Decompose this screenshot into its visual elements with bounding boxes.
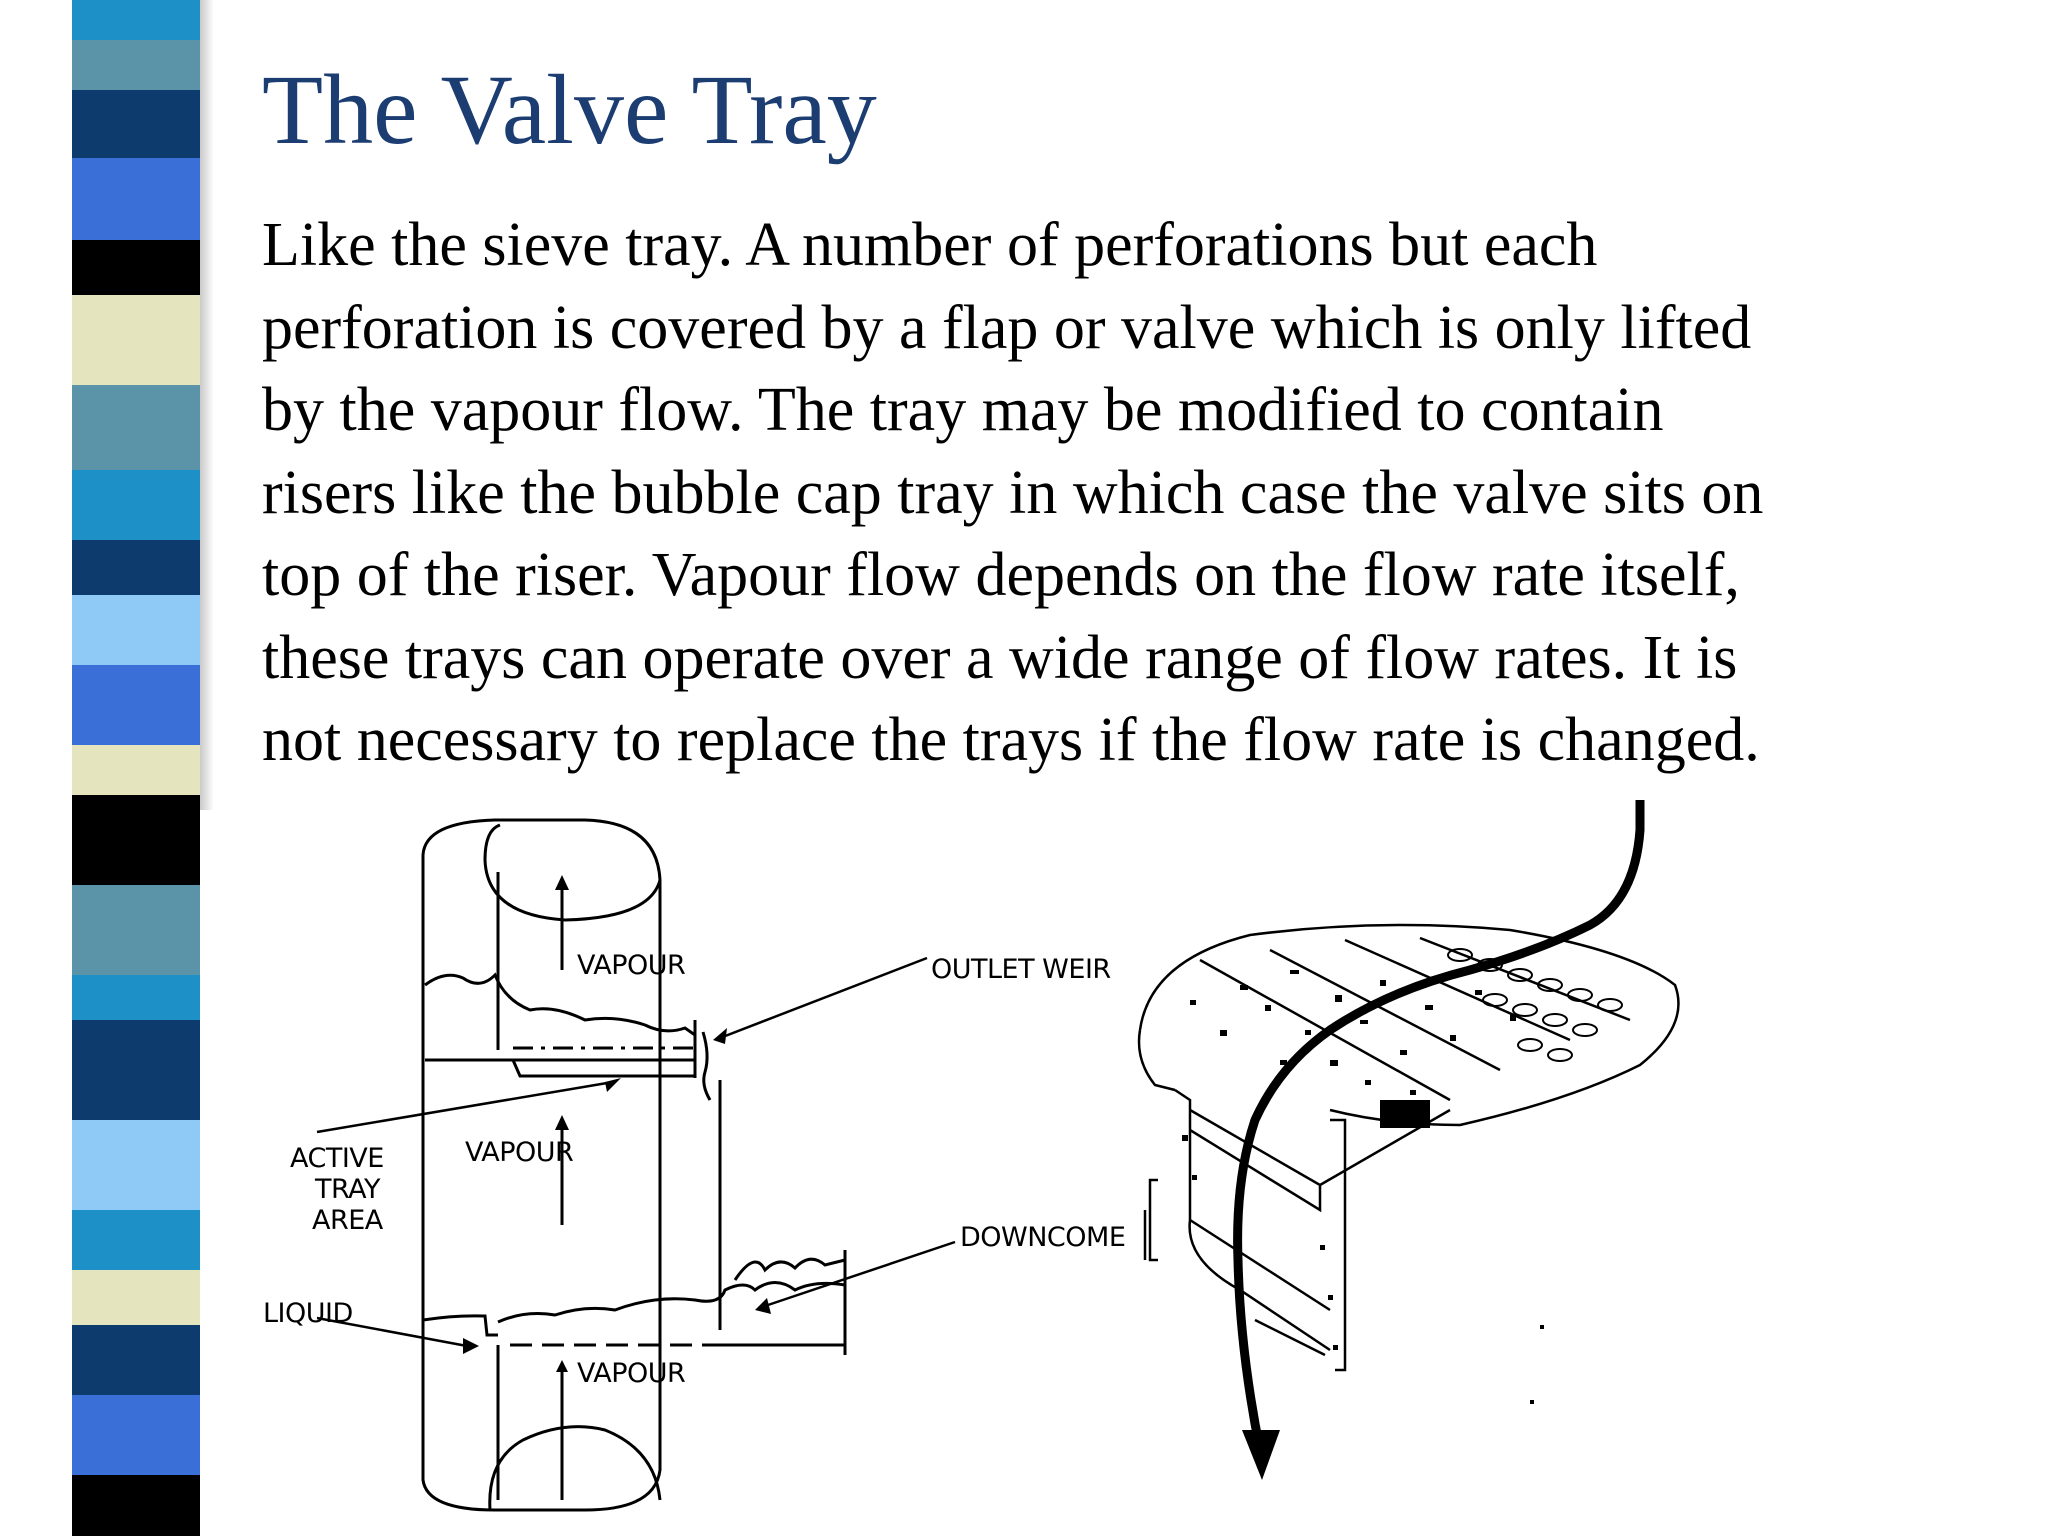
liquid-label: LIQUID xyxy=(263,1298,353,1329)
body-line: Like the sieve tray. A number of perfora… xyxy=(262,211,1598,279)
body-line: by the vapour flow. The tray may be modi… xyxy=(262,376,1664,444)
slide-title: The Valve Tray xyxy=(262,54,877,165)
stripe-shadow xyxy=(200,0,214,810)
body-line: not necessary to replace the trays if th… xyxy=(262,706,1760,774)
downcomer-label: DOWNCOMER xyxy=(960,1222,1125,1253)
vapour-label-bottom: VAPOUR xyxy=(577,1358,685,1389)
vapour-label-mid: VAPOUR xyxy=(465,1137,573,1168)
outlet-weir-label: OUTLET WEIR xyxy=(931,954,1111,985)
body-line: these trays can operate over a wide rang… xyxy=(262,623,1738,692)
slide-body-text: Like the sieve tray. A number of perfora… xyxy=(262,204,2002,782)
body-line: top of the riser. Vapour flow depends on… xyxy=(262,541,1740,609)
column-cross-section-diagram: VAPOUR OUTLET WEIR VAPOUR ACTIVE TRAY AR… xyxy=(263,818,1125,1512)
body-line: risers like the bubble cap tray in which… xyxy=(262,458,1764,527)
decorative-stripe-bar xyxy=(72,0,200,1536)
active-tray-area-label-line2: TRAY xyxy=(314,1174,381,1205)
valve-tray-perspective-drawing xyxy=(1137,800,1680,1480)
active-tray-area-label-line3: AREA xyxy=(312,1205,384,1236)
vapour-label-top: VAPOUR xyxy=(577,950,685,981)
active-tray-area-label-line1: ACTIVE xyxy=(290,1143,384,1174)
body-line: perforation is covered by a flap or valv… xyxy=(262,293,1752,362)
